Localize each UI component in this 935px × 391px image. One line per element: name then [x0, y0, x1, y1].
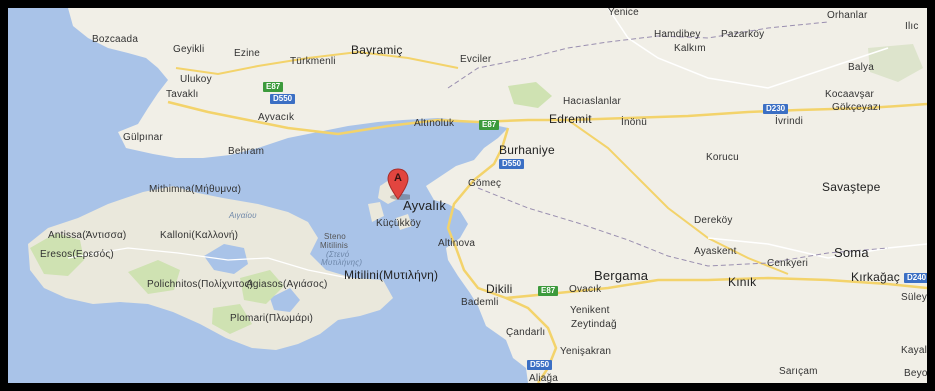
place-label-mitilinis: Mitilinis [320, 241, 349, 250]
map-canvas[interactable]: Yenice Orhanlar Ilıc Bozcaada Geyikli Ez… [8, 8, 927, 383]
place-label-bayramic: Bayramiç [351, 43, 403, 57]
road-major [567, 119, 789, 275]
gera-gulf [270, 288, 300, 312]
place-label-pazarkoy: Pazarköy [721, 29, 765, 40]
place-label-ayvalik: Ayvalık [403, 198, 447, 213]
road-shield-d550: D550 [499, 159, 525, 169]
map-pin-letter: A [394, 172, 402, 184]
place-label-kirkagac: Kırkağaç [851, 270, 900, 284]
kalloni-gulf [204, 244, 248, 274]
place-label-gokceyazi: Gökçeyazı [832, 102, 882, 113]
place-label-orhanlar: Orhanlar [827, 10, 868, 21]
place-label-soma: Soma [834, 245, 869, 260]
place-label-ovacik: Ovacık [569, 284, 602, 295]
admin-boundary [477, 187, 889, 267]
place-label-cenkyeri: Cenkyeri [767, 258, 809, 269]
place-label-steno-gr2: Μυτιλήνης) [321, 258, 363, 267]
place-label-yenisakran: Yenişakran [560, 346, 612, 357]
place-label-ezine: Ezine [234, 48, 261, 59]
road-shield-d230: D230 [763, 104, 789, 114]
place-label-kayali: Kayalı [901, 345, 927, 356]
road-minor [707, 237, 927, 259]
place-label-yenice: Yenice [608, 8, 639, 18]
place-label-eresos: Eresos(Ερεσός) [40, 249, 114, 260]
place-label-ayvacik: Ayvacık [258, 112, 295, 123]
place-label-ilic: Ilıc [905, 21, 919, 32]
road-major [175, 50, 459, 76]
place-label-aliaga: Aliağa [529, 373, 558, 384]
road-shield-d550: D550 [270, 94, 296, 104]
place-label-hamdibey: Hamdibey [654, 29, 701, 40]
road-shield-e87: E87 [263, 82, 284, 92]
place-label-antissa: Antissa(Άντισσα) [48, 230, 127, 241]
place-label-geyikli: Geyikli [173, 44, 205, 55]
place-label-agiasos: Agiasos(Αγιάσος) [246, 279, 328, 290]
place-label-balya: Balya [848, 62, 875, 73]
place-label-kalloni: Kalloni(Καλλονή) [160, 230, 239, 241]
place-label-mithimna: Mithimna(Μήθυμνα) [149, 184, 242, 195]
lesbos-island [28, 186, 393, 350]
road-minor [67, 247, 349, 279]
place-label-steno-gr1: (Στενό [326, 250, 350, 259]
place-label-burhaniye: Burhaniye [499, 143, 555, 157]
forest-patch [128, 260, 180, 294]
place-label-candarli: Çandarlı [506, 327, 546, 338]
place-label-behram: Behram [228, 146, 265, 157]
place-label-steno: Steno [324, 232, 346, 241]
place-label-gomec: Gömeç [468, 178, 502, 189]
place-label-suleyl: Süley [901, 292, 927, 303]
place-label-turkmenli: Türkmenli [290, 56, 336, 67]
place-label-inonu: İnönü [621, 117, 648, 128]
place-label-tavakli: Tavaklı [166, 89, 199, 100]
place-label-yenikent: Yenikent [570, 305, 610, 316]
place-label-zeytindag: Zeytindağ [571, 319, 617, 330]
road-shield-e87: E87 [479, 120, 500, 130]
place-label-plomari: Plomari(Πλωμάρι) [230, 313, 314, 324]
place-label-kucukkoy: Küçükköy [376, 218, 421, 229]
forest-patch [30, 233, 84, 276]
place-label-evciler: Evciler [460, 54, 492, 65]
place-label-edremit: Edremit [549, 112, 592, 126]
place-label-saricam: Sarıçam [779, 366, 818, 377]
ayvalik-islands [368, 202, 384, 222]
place-label-dikili: Dikili [486, 282, 513, 296]
road-shield-d550: D550 [527, 360, 553, 370]
place-label-kocaavsar: Kocaavşar [825, 89, 875, 100]
forest-patch [240, 270, 284, 304]
place-label-polichnitos: Polichnitos(Πολίχνιτος) [147, 279, 254, 290]
place-label-savastepe: Savaştepe [822, 180, 881, 194]
forest-patch [868, 44, 923, 82]
place-label-bozcaada: Bozcaada [92, 34, 139, 45]
place-label-ayaskent: Ayaskent [694, 246, 737, 257]
place-label-kinik: Kınık [728, 275, 757, 289]
admin-boundary [447, 21, 829, 89]
place-label-hacilaslanlar: Hacıaslanlar [563, 96, 621, 107]
place-label-mitilini: Mitilini(Μυτιλήνη) [344, 268, 439, 282]
place-label-ulukoy: Ulukoy [180, 74, 212, 85]
forest-patch [212, 304, 252, 334]
road-shield-d240: D240 [904, 273, 927, 283]
place-label-bademli: Bademli [461, 297, 499, 308]
ayvalik-islands [396, 214, 412, 230]
place-label-kalkim: Kalkım [674, 43, 706, 54]
map-pin-icon[interactable]: A [386, 168, 414, 200]
road-minor [607, 8, 889, 89]
place-label-gulpinar: Gülpınar [123, 132, 163, 143]
road-major [505, 276, 927, 300]
map-base-layer [8, 8, 927, 383]
place-label-ivrindi: İvrindi [775, 116, 804, 127]
sea-label-aegean: Αιγαίου [229, 211, 257, 220]
place-label-altinoluk: Altınoluk [414, 118, 455, 129]
place-label-bergama: Bergama [594, 268, 649, 283]
place-label-derekoy: Dereköy [694, 215, 733, 226]
road-major [446, 127, 558, 383]
place-label-korucu: Korucu [706, 152, 739, 163]
map-pin-shape [387, 168, 414, 200]
road-shield-e87: E87 [538, 286, 559, 296]
place-label-altinova: Altinova [438, 238, 476, 249]
place-label-beyo: Beyo [904, 368, 927, 379]
forest-patch [508, 82, 552, 108]
